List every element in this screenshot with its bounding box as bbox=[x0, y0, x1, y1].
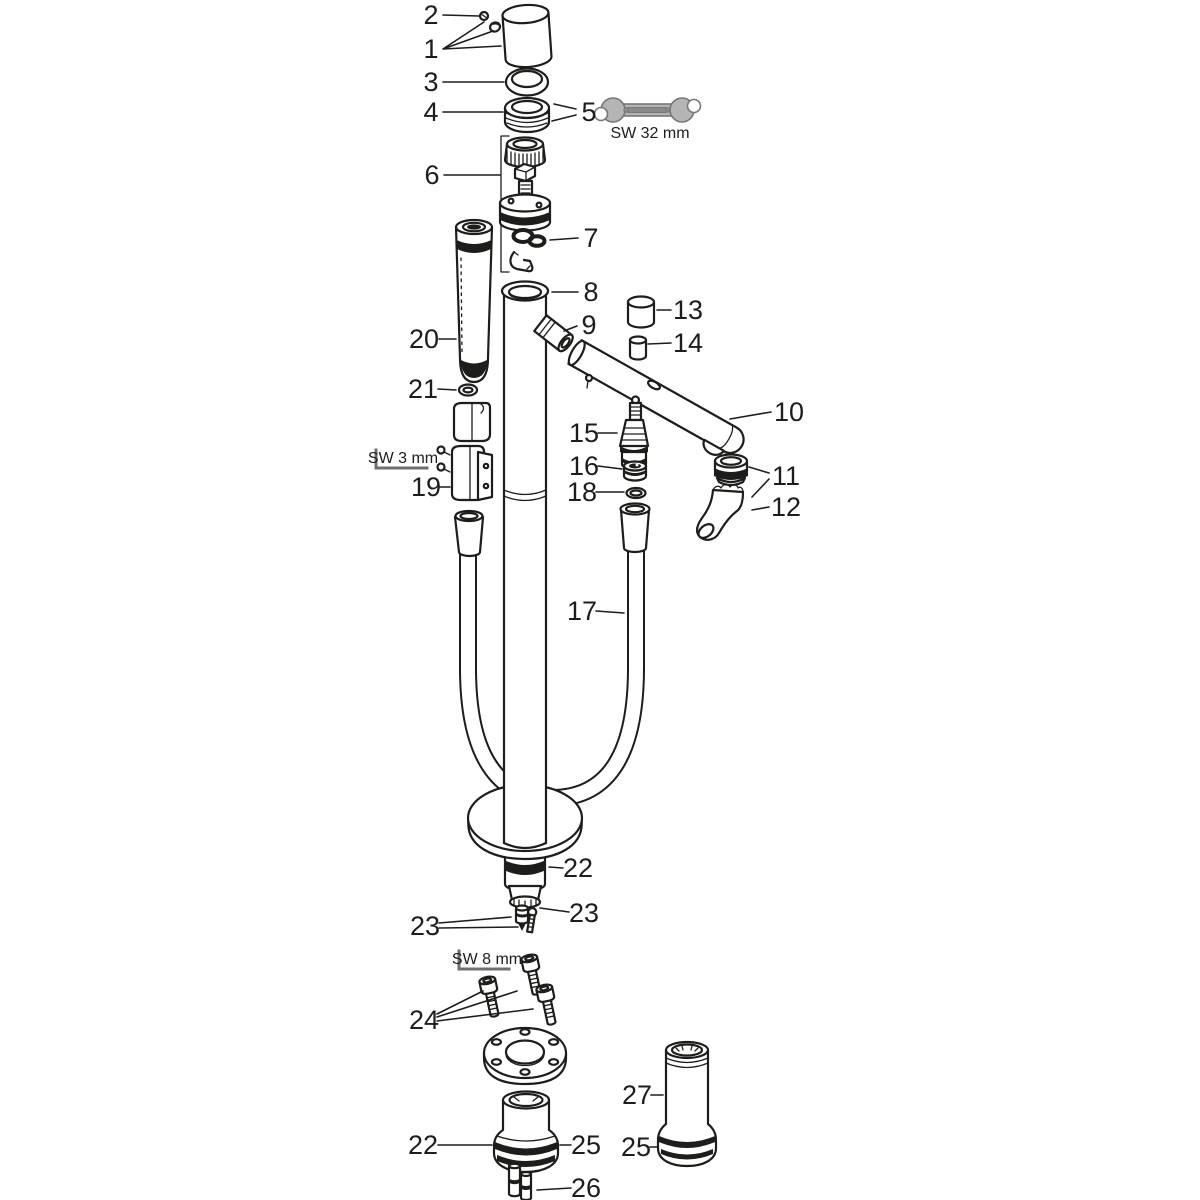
callout-24: 24 bbox=[409, 990, 534, 1035]
callout-22-shaft: 22 bbox=[548, 853, 593, 883]
svg-text:8: 8 bbox=[583, 277, 598, 307]
svg-text:13: 13 bbox=[673, 295, 703, 325]
mounting-flange bbox=[482, 1026, 568, 1086]
callout-15: 15 bbox=[569, 418, 618, 448]
svg-text:7: 7 bbox=[583, 223, 598, 253]
svg-text:23: 23 bbox=[569, 898, 599, 928]
mounting-screws bbox=[478, 953, 557, 1026]
sleeve-14 bbox=[628, 335, 648, 361]
callout-17: 17 bbox=[567, 596, 625, 626]
o-ring-18 bbox=[625, 486, 647, 500]
callout-3: 3 bbox=[423, 67, 505, 97]
svg-text:18: 18 bbox=[567, 477, 597, 507]
o-ring-21 bbox=[457, 383, 479, 397]
cap-13 bbox=[626, 295, 656, 329]
callout-14: 14 bbox=[647, 328, 703, 358]
callout-6: 6 bbox=[424, 160, 501, 190]
grub-screw bbox=[478, 10, 502, 33]
nut-11 bbox=[713, 453, 749, 487]
svg-text:4: 4 bbox=[423, 97, 438, 127]
svg-text:21: 21 bbox=[408, 374, 438, 404]
svg-text:3: 3 bbox=[423, 67, 438, 97]
cartridge-nut bbox=[503, 136, 547, 169]
callout-7: 7 bbox=[549, 223, 599, 253]
callout-12: 12 bbox=[751, 492, 801, 522]
svg-text:22: 22 bbox=[408, 1130, 438, 1160]
callout-8: 8 bbox=[551, 277, 599, 307]
main-column bbox=[500, 280, 550, 850]
spout-fitting bbox=[533, 314, 574, 353]
callout-18: 18 bbox=[567, 477, 625, 507]
callout-25-right: 25 bbox=[621, 1132, 659, 1162]
callout-21: 21 bbox=[408, 374, 457, 404]
callout-11: 11 bbox=[748, 461, 800, 498]
svg-text:24: 24 bbox=[409, 1005, 439, 1035]
allen-large-label: SW 8 mm bbox=[452, 951, 522, 968]
non-return-valve bbox=[622, 460, 648, 482]
svg-text:1: 1 bbox=[423, 34, 438, 64]
svg-text:23: 23 bbox=[410, 911, 440, 941]
callout-5: 5 bbox=[551, 97, 597, 127]
callout-26: 26 bbox=[536, 1173, 601, 1200]
wrench-size-label: SW 32 mm bbox=[610, 125, 689, 142]
svg-text:11: 11 bbox=[772, 461, 800, 491]
svg-text:25: 25 bbox=[621, 1132, 651, 1162]
floor-socket bbox=[492, 1090, 560, 1174]
allen-small-label: SW 3 mm bbox=[368, 450, 438, 467]
callout-9: 9 bbox=[563, 310, 597, 340]
holder-clamp bbox=[436, 444, 494, 502]
allen-key-small-icon bbox=[374, 448, 429, 470]
svg-text:25: 25 bbox=[571, 1130, 601, 1160]
svg-text:19: 19 bbox=[411, 472, 441, 502]
svg-text:20: 20 bbox=[409, 324, 439, 354]
callout-16: 16 bbox=[569, 451, 623, 481]
callout-23-left: 23 bbox=[410, 911, 519, 941]
callout-27: 27 bbox=[622, 1080, 664, 1110]
svg-text:15: 15 bbox=[569, 418, 599, 448]
svg-text:27: 27 bbox=[622, 1080, 652, 1110]
allen-key-large-icon bbox=[457, 949, 511, 971]
svg-text:12: 12 bbox=[771, 492, 801, 522]
outlet-elbow bbox=[696, 483, 745, 541]
handshower bbox=[454, 218, 494, 384]
callout-23-right: 23 bbox=[539, 898, 599, 928]
svg-text:26: 26 bbox=[571, 1173, 601, 1200]
callout-25-bottom: 25 bbox=[559, 1130, 601, 1160]
threaded-ring bbox=[503, 96, 551, 134]
svg-text:5: 5 bbox=[581, 97, 596, 127]
callout-1: 1 bbox=[423, 21, 502, 64]
callout-22-bottom: 22 bbox=[408, 1130, 493, 1160]
spout bbox=[567, 339, 745, 456]
cartridge bbox=[498, 162, 552, 232]
svg-text:9: 9 bbox=[581, 310, 596, 340]
callout-2: 2 bbox=[423, 0, 480, 30]
column-top-collar bbox=[500, 280, 550, 302]
hose bbox=[453, 502, 651, 808]
handle-cylinder bbox=[501, 3, 553, 69]
callout-4: 4 bbox=[423, 97, 504, 127]
svg-text:17: 17 bbox=[567, 596, 597, 626]
open-end-wrench-icon bbox=[593, 97, 702, 123]
holder-shell bbox=[452, 401, 492, 443]
svg-text:16: 16 bbox=[569, 451, 599, 481]
callout-20: 20 bbox=[409, 324, 457, 354]
svg-text:14: 14 bbox=[673, 328, 703, 358]
fixing-pins bbox=[507, 1162, 533, 1200]
socket-sleeve-27 bbox=[656, 1040, 718, 1168]
svg-text:10: 10 bbox=[774, 397, 804, 427]
handle-ring bbox=[504, 67, 550, 97]
tip-screw bbox=[526, 906, 538, 934]
svg-text:22: 22 bbox=[563, 853, 593, 883]
callout-10: 10 bbox=[729, 397, 804, 427]
svg-text:2: 2 bbox=[423, 0, 438, 30]
cartridge-seals bbox=[509, 228, 547, 273]
callout-13: 13 bbox=[656, 295, 703, 325]
callout-19: 19 bbox=[411, 472, 451, 502]
svg-text:6: 6 bbox=[424, 160, 439, 190]
